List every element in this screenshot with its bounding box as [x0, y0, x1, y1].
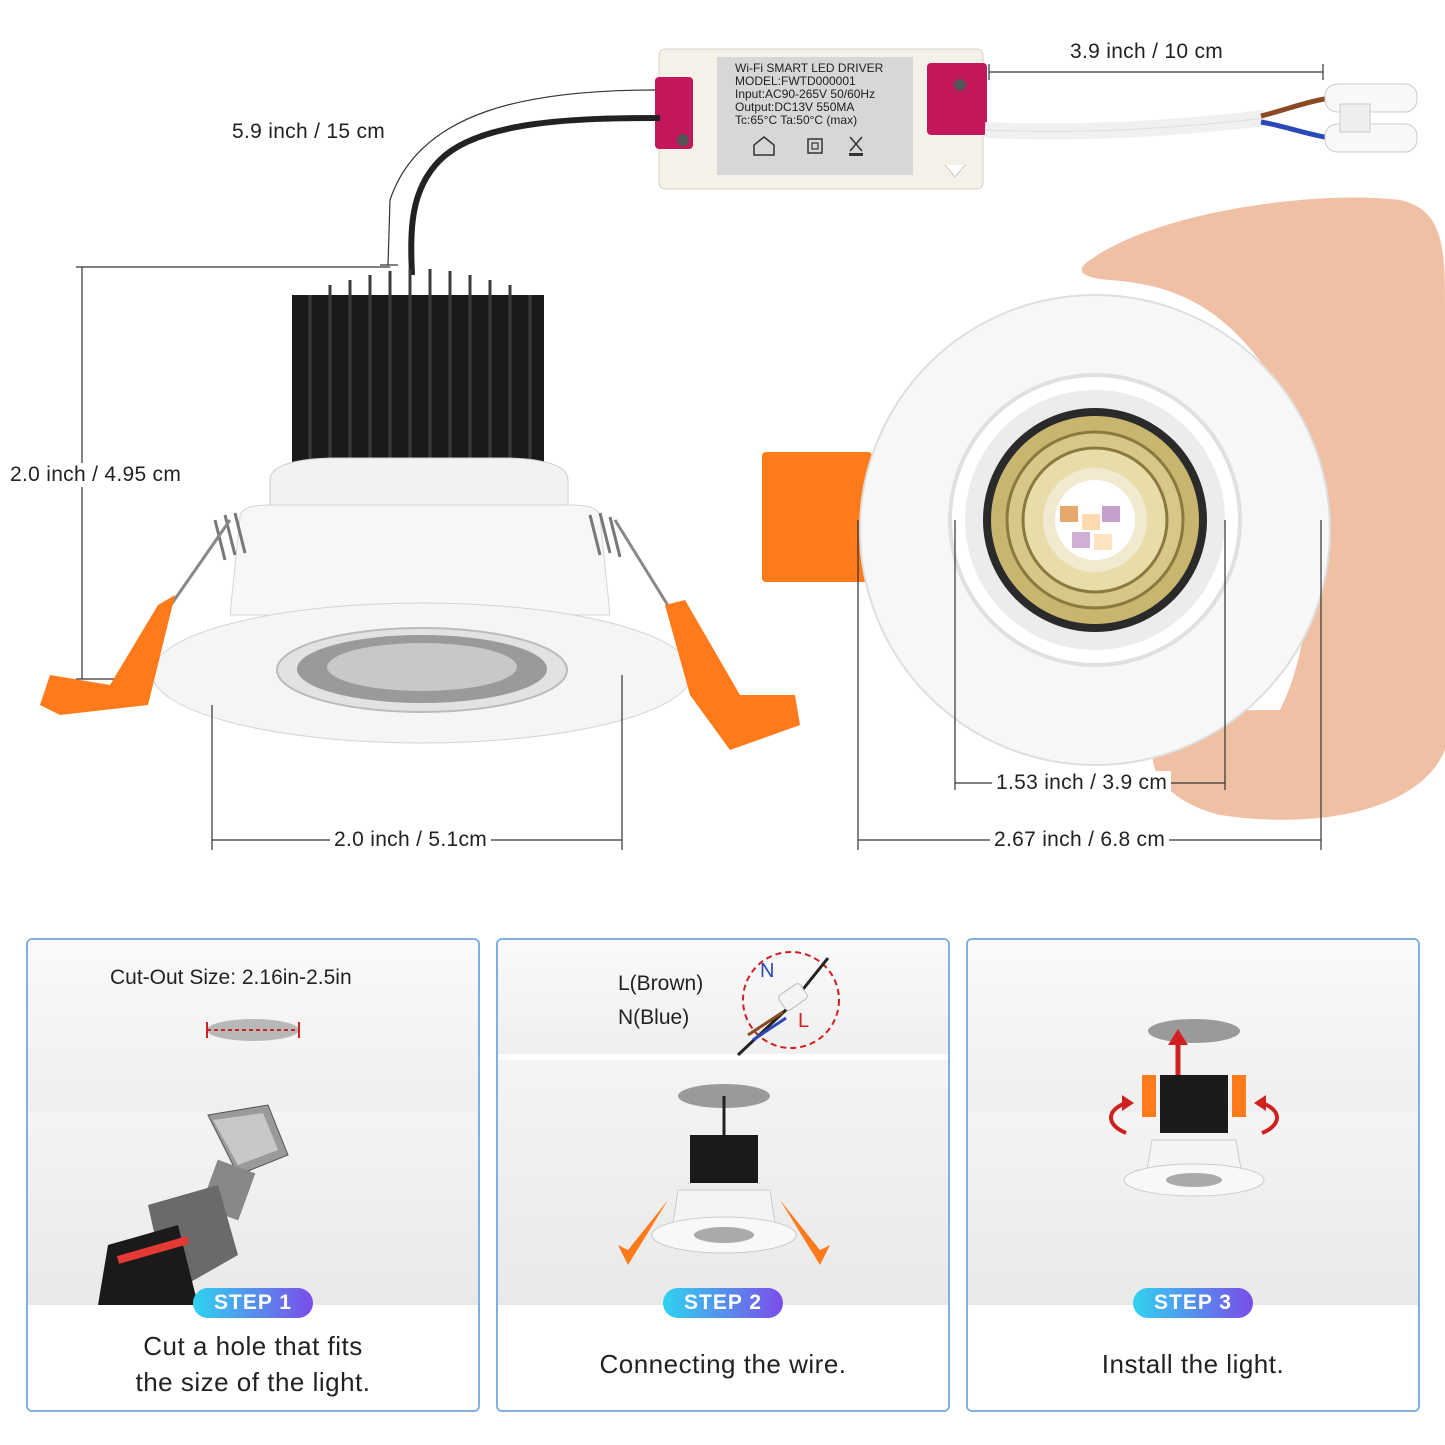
- step-1-panel: Cut-Out Size: 2.16in-2.5in STEP 1 Cut a …: [26, 938, 480, 1412]
- driver-label-input: Input:AC90-265V 50/60Hz: [735, 87, 876, 101]
- inner-diameter-label: 1.53 inch / 3.9 cm: [992, 771, 1172, 795]
- driver-label-title: Wi-Fi SMART LED DRIVER: [735, 61, 884, 75]
- caption-area: [498, 1305, 948, 1410]
- downlight-with-wire-icon: [618, 1084, 830, 1265]
- blue-wire-label: N(Blue): [618, 1006, 690, 1029]
- outer-diameter-label: 2.67 inch / 6.8 cm: [990, 828, 1170, 852]
- driver-label-model: MODEL:FWTD000001: [735, 74, 856, 88]
- wire-connection-icon: [736, 951, 840, 1057]
- step-1-text-line2: the size of the light.: [135, 1367, 371, 1397]
- brown-wire-label: L(Brown): [618, 972, 704, 995]
- step-2-badge: STEP 2: [663, 1288, 783, 1318]
- driver-label-temp: Tc:65°C Ta:50°C (max): [735, 113, 858, 127]
- ceiling-surface: [498, 940, 948, 1054]
- caption-area: [968, 1305, 1418, 1410]
- cut-out-size-label: Cut-Out Size: 2.16in-2.5in: [110, 966, 352, 989]
- led-driver: Wi-Fi SMART LED DRIVER MODEL:FWTD000001 …: [655, 45, 987, 193]
- step-3-panel: STEP 3 Install the light.: [966, 938, 1420, 1412]
- step-3-text: Install the light.: [1101, 1349, 1285, 1379]
- step-1-text-line1: Cut a hole that fits: [143, 1331, 363, 1361]
- downlight-side-view: [40, 266, 800, 850]
- output-wires: [985, 64, 1418, 153]
- cut-out-hole-icon: [206, 1019, 300, 1041]
- step-1-badge: STEP 1: [193, 1288, 313, 1318]
- height-label: 2.0 inch / 4.95 cm: [6, 463, 186, 487]
- step-2-text: Connecting the wire.: [599, 1349, 847, 1379]
- neutral-letter: N: [760, 960, 775, 982]
- live-letter: L: [798, 1010, 810, 1032]
- driver-cable: [380, 89, 661, 276]
- install-light-icon: [1109, 1019, 1279, 1197]
- downlight-front-view: [762, 197, 1445, 850]
- driver-label-output: Output:DC13V 550MA: [735, 100, 855, 114]
- output-cable-label: 3.9 inch / 10 cm: [1066, 40, 1228, 64]
- certification-icons: [753, 136, 863, 156]
- hole-saw-drill-icon: [98, 1104, 289, 1305]
- step-2-panel: L(Brown) N(Blue) N L STEP 2 Connecting t…: [496, 938, 950, 1412]
- caption-area: [28, 1305, 478, 1410]
- width-label: 2.0 inch / 5.1cm: [330, 828, 492, 852]
- led-driver-body: [655, 48, 987, 190]
- cable-length-label: 5.9 inch / 15 cm: [228, 120, 390, 144]
- step-3-badge: STEP 3: [1133, 1288, 1253, 1318]
